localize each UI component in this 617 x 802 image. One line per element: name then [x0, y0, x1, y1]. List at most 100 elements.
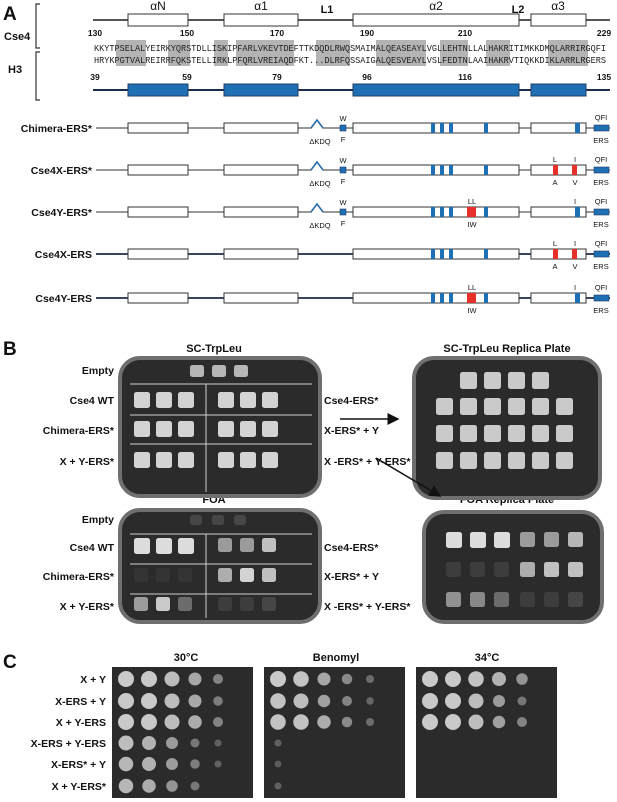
tail-label-top: QFI — [595, 197, 608, 206]
dilution-spot — [274, 739, 282, 747]
colony-spot — [568, 562, 583, 577]
colony-spot — [470, 532, 486, 548]
colony-spot — [190, 515, 202, 525]
a2-h3-residue-stripe — [484, 249, 488, 259]
dilution-spot — [341, 716, 353, 728]
strain-label: X + Y-ERS — [56, 717, 106, 729]
construct-helix-a3 — [530, 206, 587, 218]
cse4-sequence: KKYTPSELALYEIRKYQRSTDLLISKIPFARLVKEVTDEF… — [94, 43, 606, 54]
construct-helix-aN — [127, 292, 189, 304]
colony-spot — [134, 568, 148, 582]
colony-spot — [446, 562, 461, 577]
colony-spot — [544, 592, 559, 607]
a2-h3-residue-stripe — [440, 165, 444, 175]
colony-spot — [520, 592, 535, 607]
condition-30c: 30°C — [174, 652, 199, 664]
helix-aN-h3 — [127, 83, 189, 97]
colony-spot — [484, 372, 501, 389]
loop-label-l2: L2 — [512, 4, 525, 16]
dilution-spot — [188, 694, 202, 708]
dilution-spots — [118, 671, 528, 794]
colony-spot — [178, 392, 194, 408]
colony-spot — [240, 538, 254, 552]
a2-h3-residue-stripe — [484, 123, 488, 133]
construct-helix-a1 — [223, 164, 299, 176]
cse4-num: 229 — [597, 28, 611, 38]
ers-tail-mark — [593, 208, 610, 216]
a2-h3-residue-stripe — [431, 293, 435, 303]
colony-spot — [494, 562, 509, 577]
colony-spot — [484, 398, 501, 415]
plate-title-sc-trpleu: SC-TrpLeu — [186, 343, 242, 355]
substitution-ll-mark — [467, 207, 476, 217]
h3-num: 116 — [458, 72, 472, 82]
construct-helix-aN — [127, 206, 189, 218]
colony-spot — [262, 421, 278, 437]
dilution-spot — [517, 717, 527, 727]
a3-h3-residue-stripe — [575, 123, 580, 133]
helix-label-a3: α3 — [551, 0, 565, 13]
helix-label-a2: α2 — [429, 0, 443, 13]
dilution-spot — [118, 735, 134, 751]
h3-num: 39 — [90, 72, 100, 82]
dilution-spot — [293, 714, 309, 730]
colony-spot — [460, 372, 477, 389]
a2-h3-residue-stripe — [440, 123, 444, 133]
dilution-spot — [468, 693, 484, 709]
ers-tail-mark — [593, 250, 610, 258]
helix-a1-h3 — [223, 83, 299, 97]
colony-spot — [436, 425, 453, 442]
cse4-num: 210 — [458, 28, 472, 38]
construct-helix-a2 — [352, 248, 520, 260]
construct-helix-a3 — [530, 292, 587, 304]
row-label-cse4-wt: Cse4 WT — [70, 542, 115, 554]
row-label-chimera: Chimera-ERS* — [43, 571, 115, 583]
substitution-label-bottom: F — [341, 177, 346, 186]
tail-label-bottom: ERS — [593, 136, 608, 145]
helix-a3-h3 — [530, 83, 587, 97]
construct-helix-aN — [127, 164, 189, 176]
colony-spot — [218, 421, 234, 437]
substitution-label-top: W — [339, 156, 347, 165]
dilution-spot — [190, 738, 200, 748]
a2-h3-residue-stripe — [449, 123, 453, 133]
dilution-spot — [213, 717, 223, 727]
dilution-spot — [164, 693, 180, 709]
tail-label-top: QFI — [595, 283, 608, 292]
a3-substitution-mark — [553, 165, 558, 175]
tail-label-bottom: ERS — [593, 306, 608, 315]
dilution-spot — [142, 779, 156, 793]
row-label-cse4-ers: Cse4-ERS* — [324, 542, 379, 554]
colony-spot — [212, 365, 226, 377]
dilution-spot — [445, 693, 461, 709]
colony-spot — [446, 592, 461, 607]
a2-h3-residue-stripe — [440, 249, 444, 259]
dilution-spot — [293, 671, 309, 687]
substitution-label-top: LL — [468, 283, 476, 292]
dilution-spot — [166, 758, 178, 770]
construct-diagrams: Chimera-ERS*ΔKDQWFQFIERSCse4X-ERS*ΔKDQWF… — [21, 113, 610, 315]
dilution-spot — [317, 715, 331, 729]
row-label-xers-y: X-ERS* + Y — [324, 571, 379, 583]
dilution-spot — [493, 695, 505, 707]
colony-spot — [494, 532, 510, 548]
panel-a-label: A — [3, 4, 17, 25]
substitution-label-bottom: V — [572, 178, 577, 187]
panel-c: C 30°C Benomyl 34°C X + Y X-ERS + Y X + … — [3, 652, 557, 798]
helix-label-a1: α1 — [254, 0, 268, 13]
colony-spot — [240, 421, 256, 437]
cse4-num: 150 — [180, 28, 194, 38]
substitution-wf-mark — [339, 208, 347, 216]
helix-a3-cse4 — [530, 13, 587, 27]
cse4-num: 170 — [270, 28, 284, 38]
a2-h3-residue-stripe — [484, 207, 488, 217]
substitution-label-top: I — [574, 283, 576, 292]
tail-label-top: QFI — [595, 155, 608, 164]
sequence-alignment: KKYTPSELALYEIRKYQRSTDLLISKIPFARLVKEVTDEF… — [94, 40, 606, 66]
colony-spot — [262, 452, 278, 468]
construct-name: Cse4X-ERS — [35, 249, 92, 261]
colony-spot — [156, 538, 172, 554]
colony-spot — [234, 365, 248, 377]
substitution-label-bottom: F — [341, 219, 346, 228]
